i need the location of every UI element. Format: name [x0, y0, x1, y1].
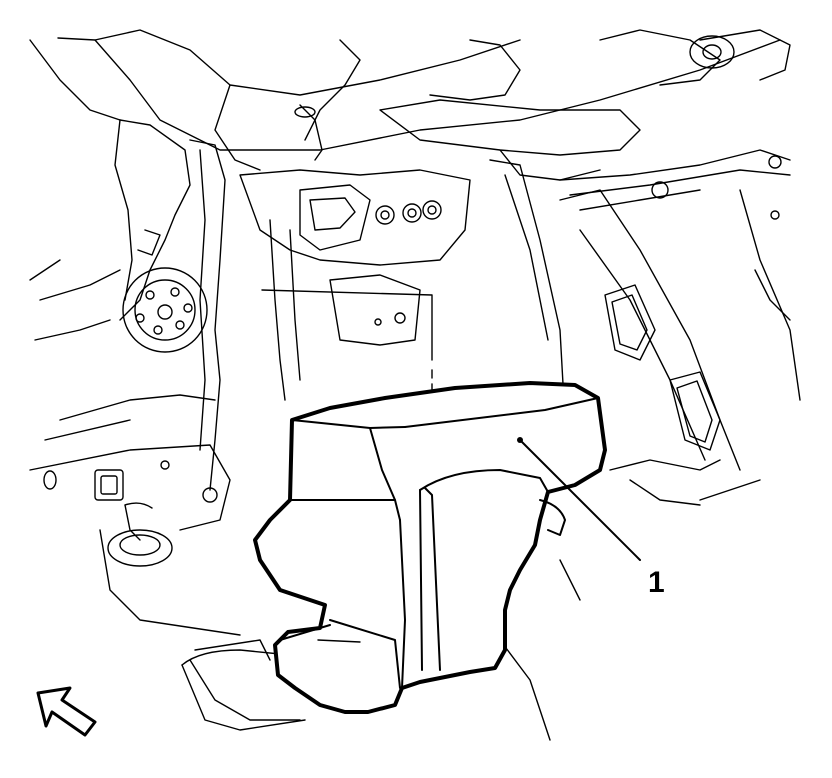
callout-leader — [517, 437, 641, 561]
floor-mat — [181, 559, 581, 741]
lower-left-floor — [29, 444, 301, 721]
center-bracket — [239, 169, 471, 401]
arrow-front-icon — [36, 686, 97, 737]
guide-lines — [261, 289, 433, 411]
left-bracket — [29, 119, 226, 491]
insulator-block — [253, 381, 607, 714]
upper-structure — [29, 29, 791, 211]
callout-label-1: 1 — [648, 566, 665, 599]
